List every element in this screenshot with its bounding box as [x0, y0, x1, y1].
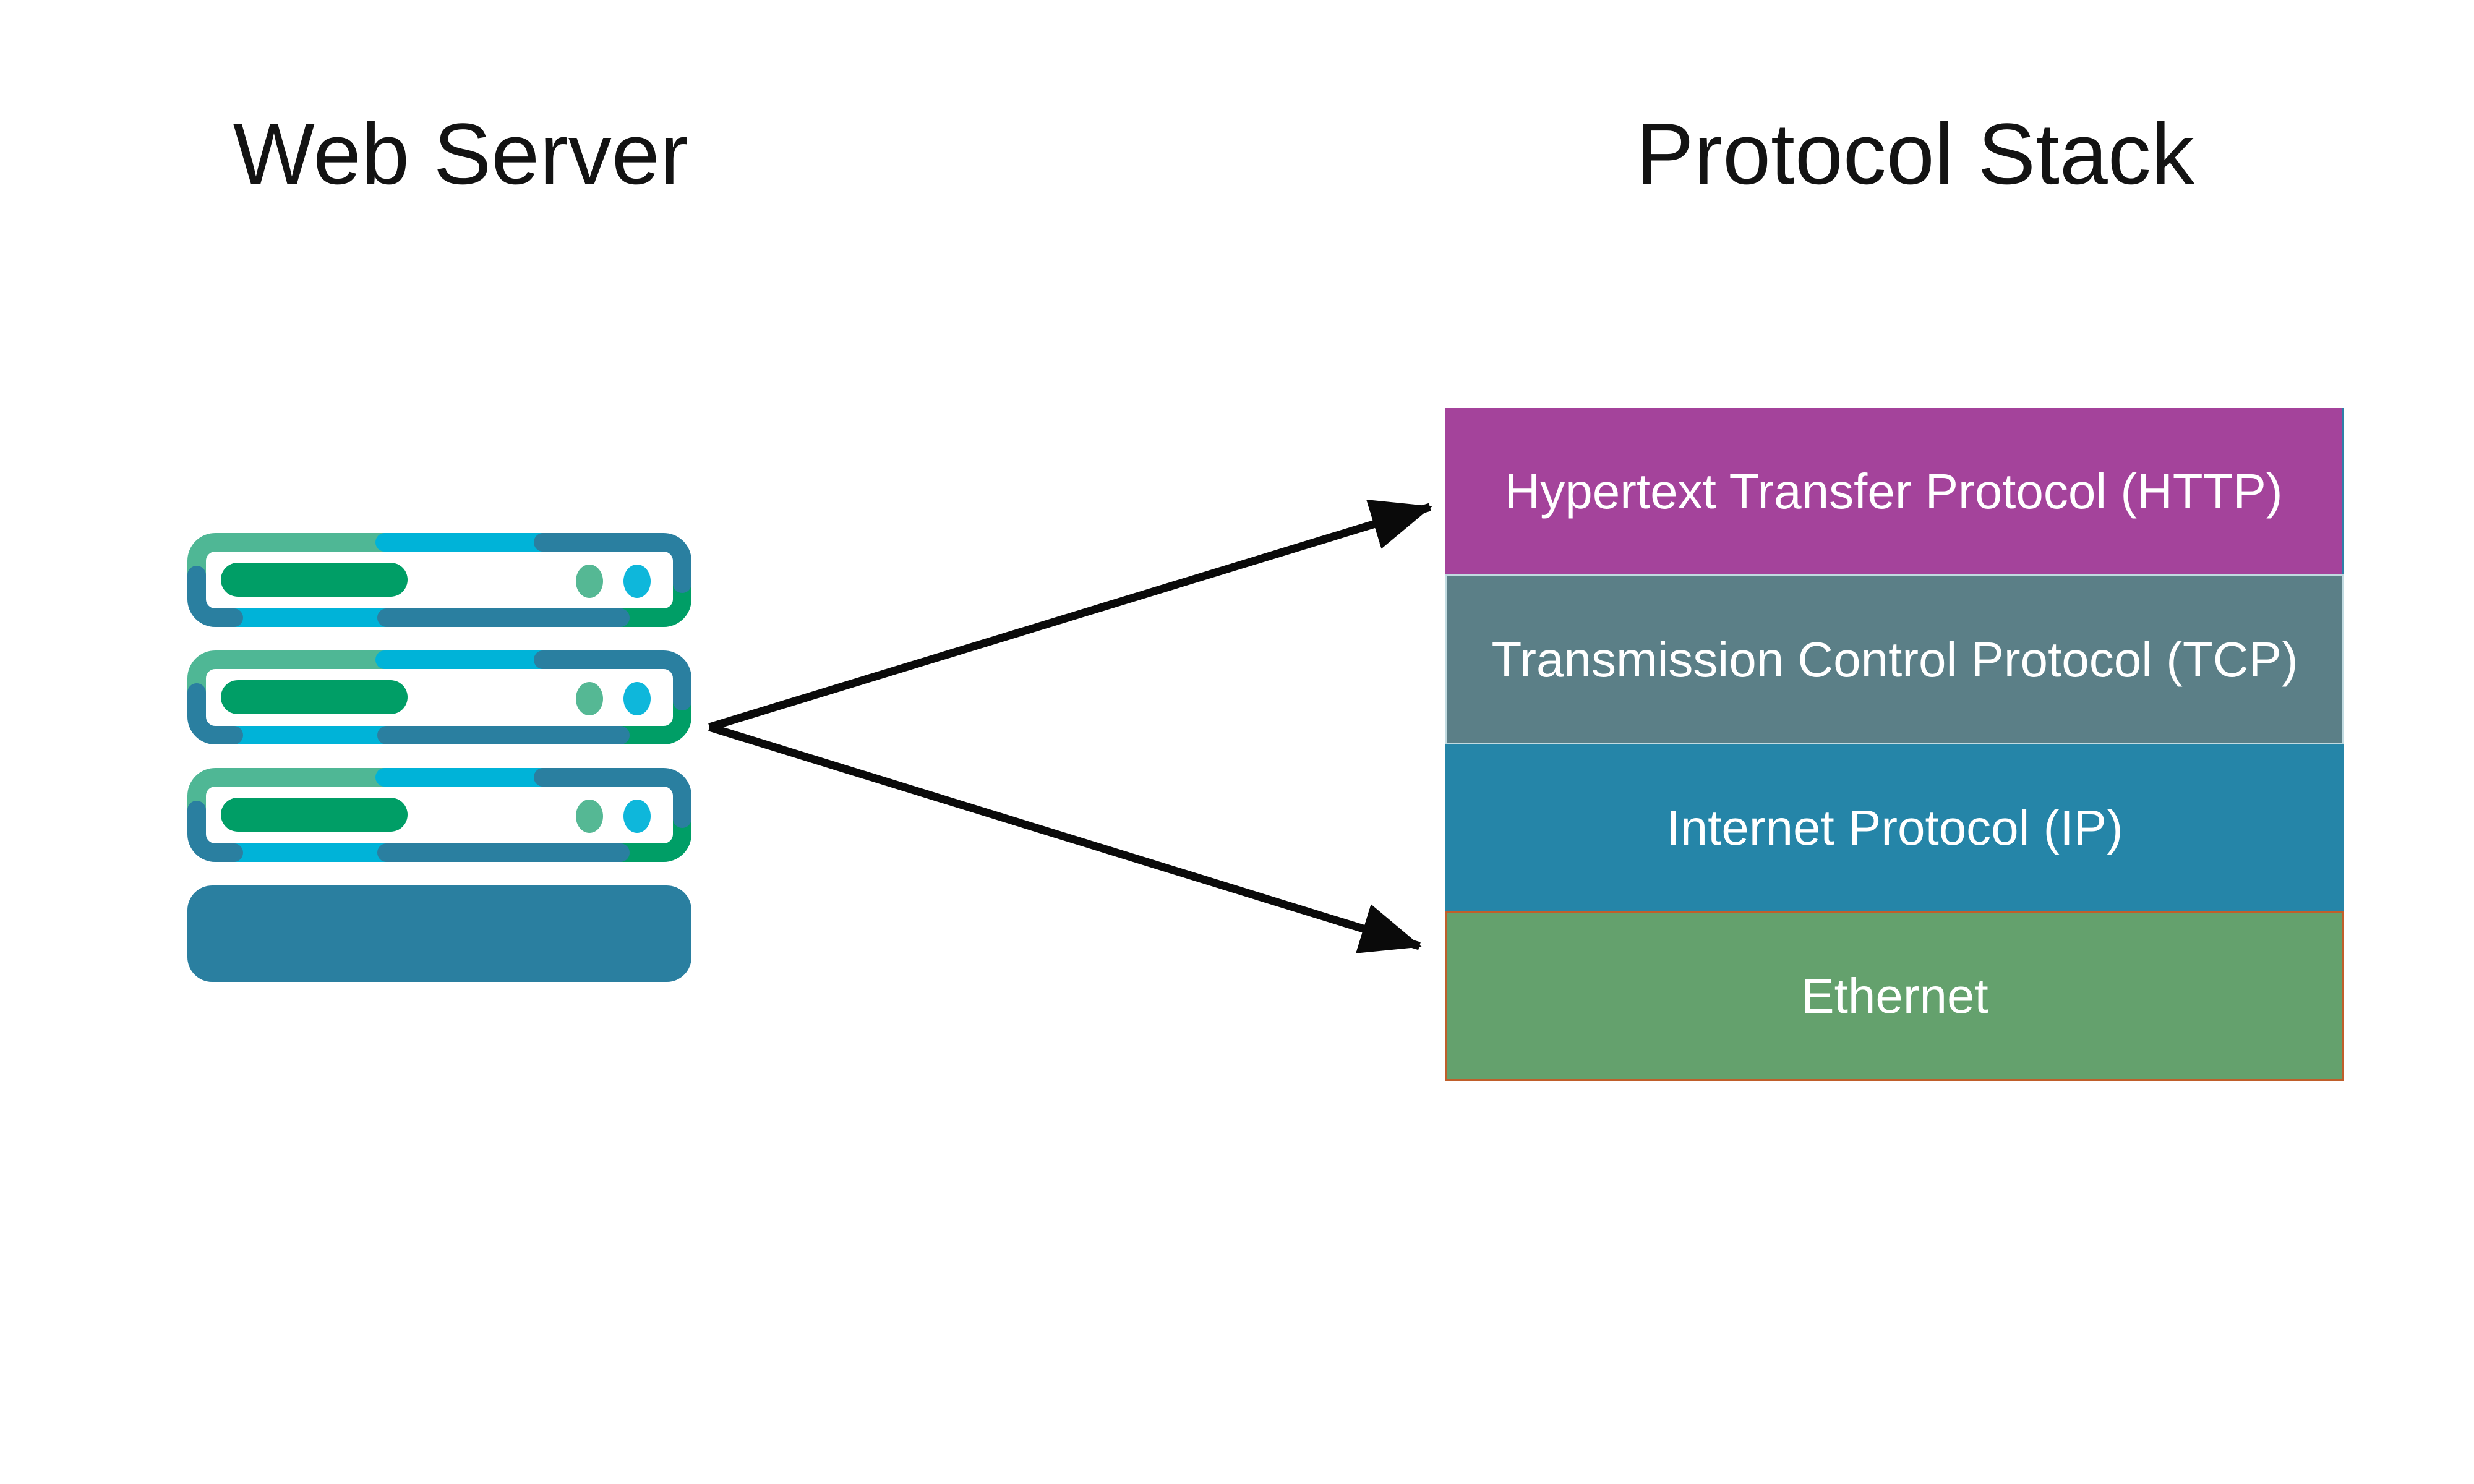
stack-layer-label: Transmission Control Protocol (TCP): [1491, 631, 2298, 687]
stack-layer-ip: Internet Protocol (IP): [1445, 744, 2344, 911]
server-unit-2: [197, 660, 682, 735]
server-rack-icon: [187, 533, 691, 982]
protocol-stack-title: Protocol Stack: [1636, 105, 2194, 202]
stack-layer-label: Ethernet: [1801, 968, 1988, 1023]
server-rack-svg: [187, 533, 691, 982]
arrow-to-http: [708, 499, 1432, 731]
protocol-stack: Hypertext Transfer Protocol (HTTP) Trans…: [1445, 408, 2344, 1081]
stack-layer-label: Internet Protocol (IP): [1666, 800, 2123, 855]
server-unit-3: [197, 777, 682, 853]
stack-layer-ethernet: Ethernet: [1445, 911, 2344, 1081]
server-base: [187, 885, 691, 982]
stack-layer-http: Hypertext Transfer Protocol (HTTP): [1445, 408, 2344, 574]
stack-layer-tcp: Transmission Control Protocol (TCP): [1445, 574, 2344, 744]
arrow-to-ethernet: [708, 723, 1422, 953]
web-server-title: Web Server: [233, 105, 689, 202]
stack-layer-label: Hypertext Transfer Protocol (HTTP): [1504, 463, 2283, 519]
server-unit-1: [197, 542, 682, 618]
